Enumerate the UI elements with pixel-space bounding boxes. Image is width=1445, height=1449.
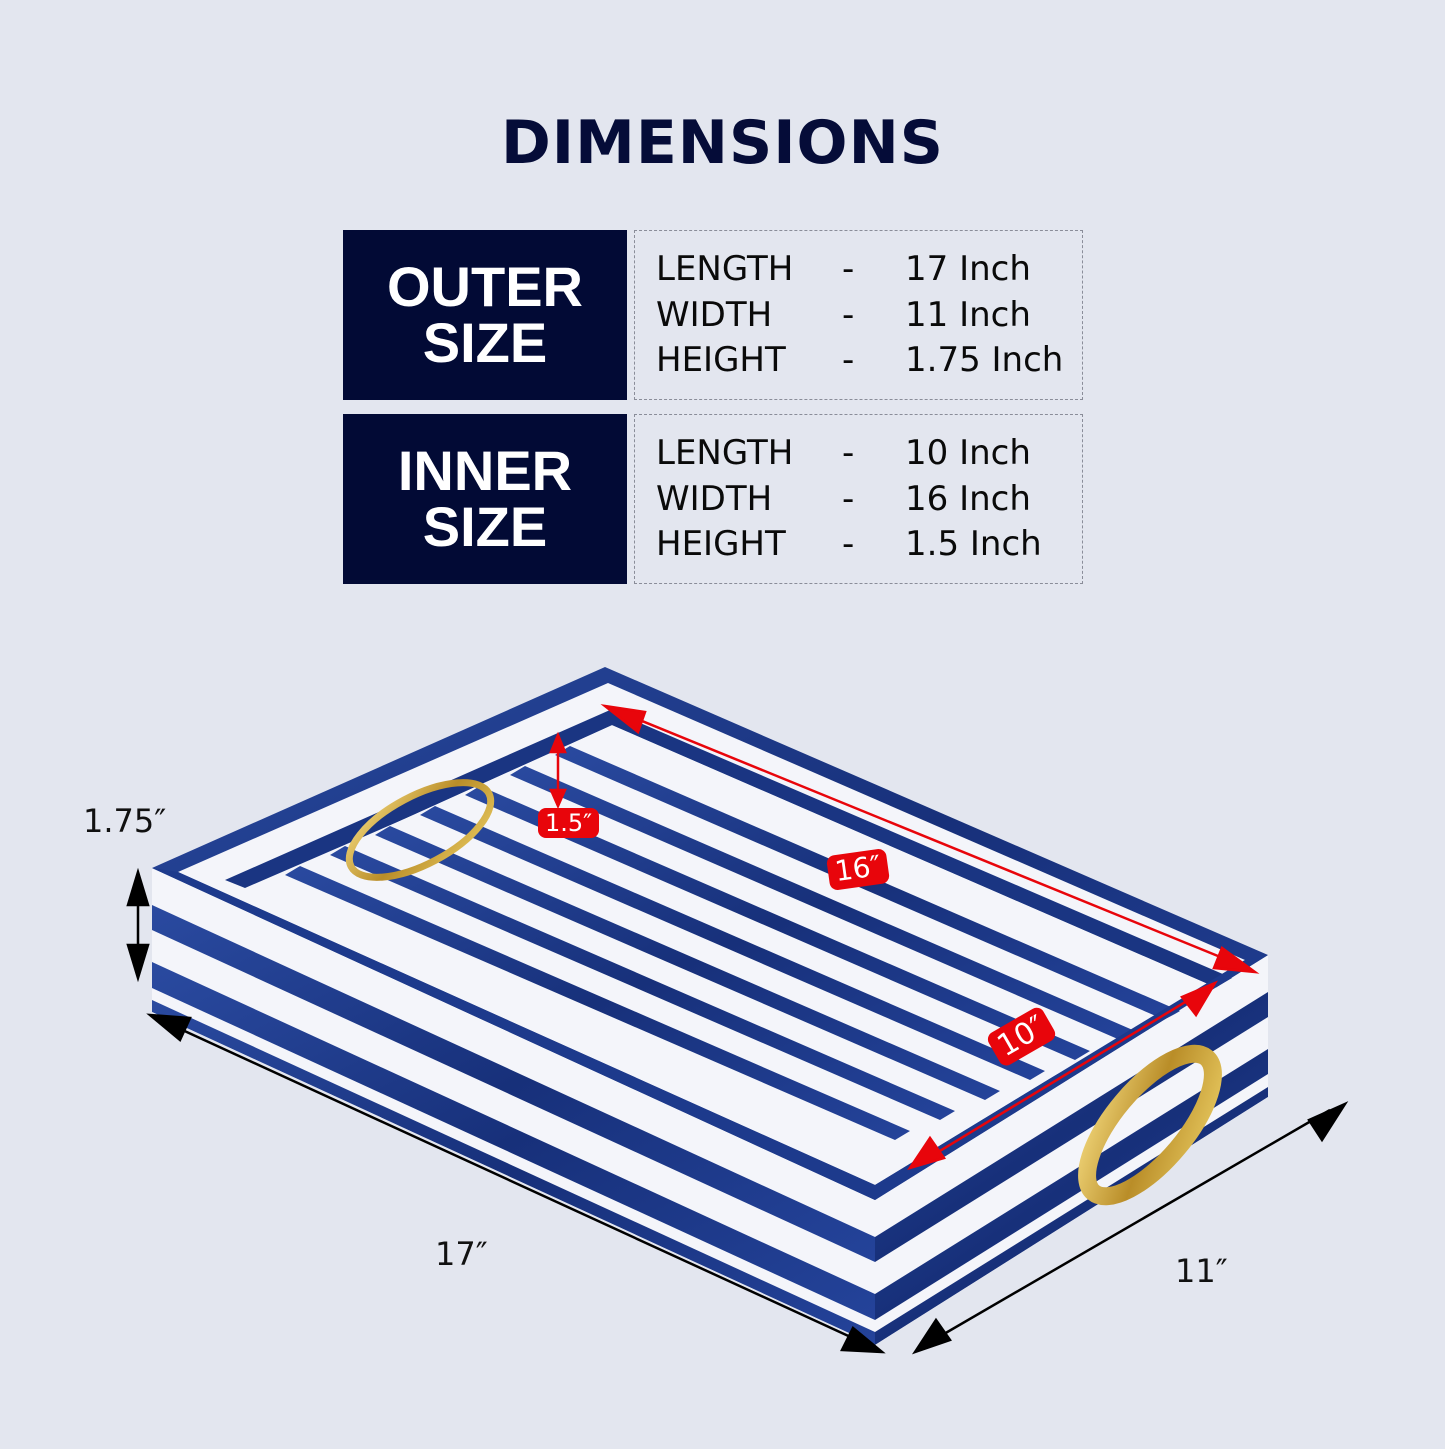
inner-size-label: INNER SIZE	[343, 414, 627, 584]
outer-size-label-line1: OUTER	[387, 255, 583, 318]
spec-dash: -	[842, 479, 855, 519]
inner-height-spec: HEIGHT - 1.5 Inch	[656, 521, 1086, 567]
inner-size-row: INNER SIZE LENGTH - 10 Inch WIDTH - 16 I…	[343, 414, 1083, 584]
inner-size-label-line1: INNER	[397, 439, 573, 502]
tray-floor-stripes	[258, 725, 1222, 1170]
inner-length-spec: LENGTH - 10 Inch	[656, 430, 1086, 476]
spec-key: WIDTH	[656, 295, 773, 335]
outer-dimension-arrows	[126, 867, 1349, 1355]
outer-length-label: 17″	[435, 1235, 488, 1273]
spec-dash: -	[842, 249, 855, 289]
spec-key: HEIGHT	[656, 524, 786, 564]
spec-value: 11 Inch	[905, 295, 1031, 335]
outer-size-row: OUTER SIZE LENGTH - 17 Inch WIDTH - 11 I…	[343, 230, 1083, 400]
outer-width-label: 11″	[1175, 1252, 1228, 1290]
inner-size-specs: LENGTH - 10 Inch WIDTH - 16 Inch HEIGHT …	[634, 414, 1083, 584]
spec-value: 1.75 Inch	[905, 340, 1064, 380]
spec-dash: -	[842, 524, 855, 564]
spec-dash: -	[842, 295, 855, 335]
outer-length-spec: LENGTH - 17 Inch	[656, 246, 1086, 292]
outer-width-spec: WIDTH - 11 Inch	[656, 292, 1086, 338]
inner-height-tag: 1.5″	[538, 808, 600, 839]
spec-dash: -	[842, 340, 855, 380]
spec-dash: -	[842, 433, 855, 473]
spec-key: LENGTH	[656, 433, 794, 473]
inner-width-spec: WIDTH - 16 Inch	[656, 476, 1086, 522]
tray-front-left-side	[152, 868, 875, 1345]
spec-key: LENGTH	[656, 249, 794, 289]
spec-key: WIDTH	[656, 479, 773, 519]
spec-value: 10 Inch	[905, 433, 1031, 473]
right-handle	[1078, 1044, 1222, 1206]
inner-dimension-arrows	[549, 704, 1260, 1171]
spec-value: 17 Inch	[905, 249, 1031, 289]
outer-size-label-line2: SIZE	[422, 311, 548, 374]
spec-key: HEIGHT	[656, 340, 786, 380]
left-handle	[345, 779, 495, 881]
outer-size-label: OUTER SIZE	[343, 230, 627, 400]
outer-height-spec: HEIGHT - 1.75 Inch	[656, 337, 1086, 383]
spec-value: 1.5 Inch	[905, 524, 1042, 564]
outer-size-specs: LENGTH - 17 Inch WIDTH - 11 Inch HEIGHT …	[634, 230, 1083, 400]
inner-size-label-line2: SIZE	[422, 495, 548, 558]
page-title: DIMENSIONS	[500, 108, 944, 178]
spec-value: 16 Inch	[905, 479, 1031, 519]
outer-height-label: 1.75″	[83, 802, 167, 840]
